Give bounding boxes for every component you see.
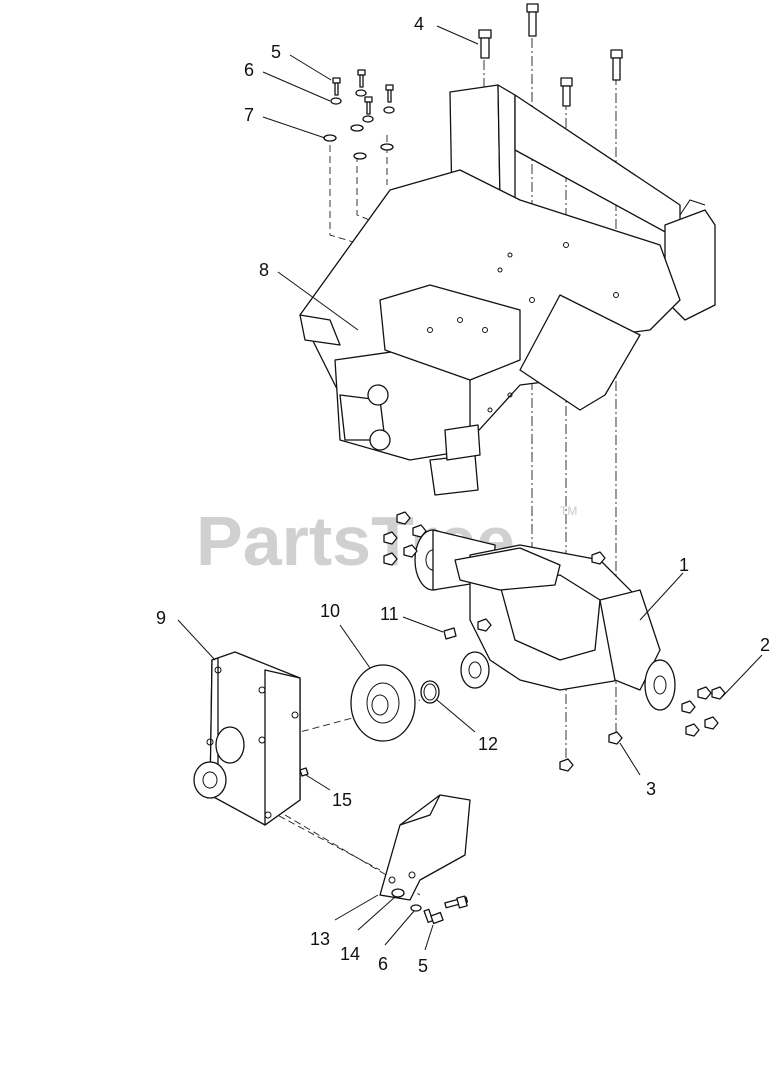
callout-12: 12 — [478, 734, 498, 754]
hardware-group-top-left — [323, 69, 395, 160]
callout-2: 2 — [760, 635, 770, 655]
mount-nuts-bottom — [559, 731, 623, 772]
bolt-top-3 — [610, 49, 623, 81]
callout-6-bottom: 6 — [378, 954, 388, 974]
callout-14: 14 — [340, 944, 360, 964]
callouts: 4 5 6 7 8 1 2 3 9 10 11 12 15 13 14 6 5 — [156, 14, 770, 976]
brake-disc-item-10 — [350, 664, 416, 742]
axle-nuts-right — [681, 686, 726, 737]
leader-lines — [177, 25, 763, 951]
callout-5-bottom: 5 — [418, 956, 428, 976]
callout-9: 9 — [156, 608, 166, 628]
watermark-trademark: TM — [560, 504, 577, 518]
rear-axle-assembly — [414, 529, 676, 711]
pin-item-11 — [443, 627, 457, 640]
callout-13: 13 — [310, 929, 330, 949]
gearbox-item-9 — [193, 651, 301, 826]
frame-bolts — [478, 3, 623, 107]
set-screw-item-15 — [299, 767, 309, 777]
callout-6-top: 6 — [244, 60, 254, 80]
callout-1: 1 — [679, 555, 689, 575]
callout-4: 4 — [414, 14, 424, 34]
frame-assembly — [299, 84, 716, 496]
callout-3: 3 — [646, 779, 656, 799]
callout-5-top: 5 — [271, 42, 281, 62]
hardware-group-bottom — [391, 888, 469, 925]
callout-8: 8 — [259, 260, 269, 280]
bolt-item-4 — [478, 29, 492, 59]
callout-10: 10 — [320, 601, 340, 621]
axle-nuts-left — [383, 511, 606, 632]
bolt-top-4 — [560, 77, 573, 107]
bracket-item-13 — [379, 794, 471, 901]
callout-7: 7 — [244, 105, 254, 125]
callout-11: 11 — [380, 604, 399, 624]
o-ring-item-12 — [420, 680, 440, 704]
bolt-top-2 — [526, 3, 539, 37]
callout-15: 15 — [332, 790, 352, 810]
